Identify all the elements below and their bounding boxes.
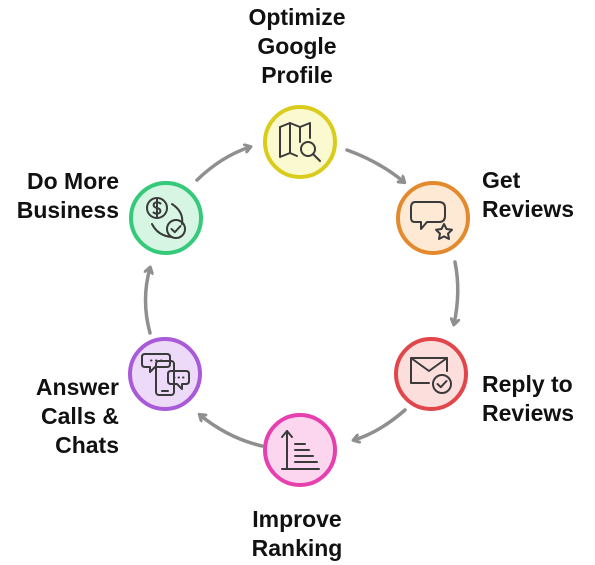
- label-line: Profile: [261, 62, 333, 88]
- label-line: Improve: [252, 506, 342, 532]
- step-label-get-reviews: Get Reviews: [482, 166, 574, 224]
- step-circle-reply: [394, 337, 468, 411]
- step-circle-answer: [128, 337, 202, 411]
- label-line: Ranking: [251, 535, 343, 561]
- label-line: Answer: [35, 374, 119, 400]
- label-line: Reviews: [482, 400, 575, 426]
- label-line: Do More: [27, 168, 119, 194]
- step-circle-do-more: [129, 181, 203, 255]
- label-line: Chats: [55, 432, 119, 458]
- arrow-optimize-to-get-reviews: [345, 148, 404, 182]
- arrow-improve-to-answer: [200, 415, 264, 448]
- money-cycle-icon: [146, 197, 186, 239]
- step-label-answer: Answer Calls & Chats: [0, 373, 119, 460]
- arrow-reply-to-improve: [354, 408, 407, 440]
- arrow-get-reviews-to-reply: [454, 260, 458, 324]
- label-line: Reviews: [482, 196, 575, 222]
- step-label-reply: Reply to Reviews: [482, 370, 574, 428]
- ranking-bars-icon: [281, 430, 320, 470]
- label-line: Calls &: [41, 403, 119, 429]
- phone-chat-icon: [141, 353, 190, 396]
- label-line: Reply to: [482, 371, 573, 397]
- step-circle-get-reviews: [396, 181, 470, 255]
- arrow-answer-to-do-more: [146, 268, 151, 335]
- label-line: Business: [16, 197, 119, 223]
- label-line: Optimize: [248, 4, 346, 30]
- label-line: Get: [482, 167, 521, 193]
- step-label-optimize: Optimize Google Profile: [197, 3, 397, 90]
- arrow-do-more-to-optimize: [195, 147, 250, 182]
- chat-star-icon: [410, 201, 453, 240]
- map-search-icon: [279, 122, 321, 162]
- step-label-do-more: Do More Business: [0, 167, 119, 225]
- label-line: Google: [257, 33, 337, 59]
- mail-check-icon: [410, 357, 452, 394]
- cycle-arrows: [146, 147, 458, 448]
- step-label-improve: Improve Ranking: [197, 505, 397, 563]
